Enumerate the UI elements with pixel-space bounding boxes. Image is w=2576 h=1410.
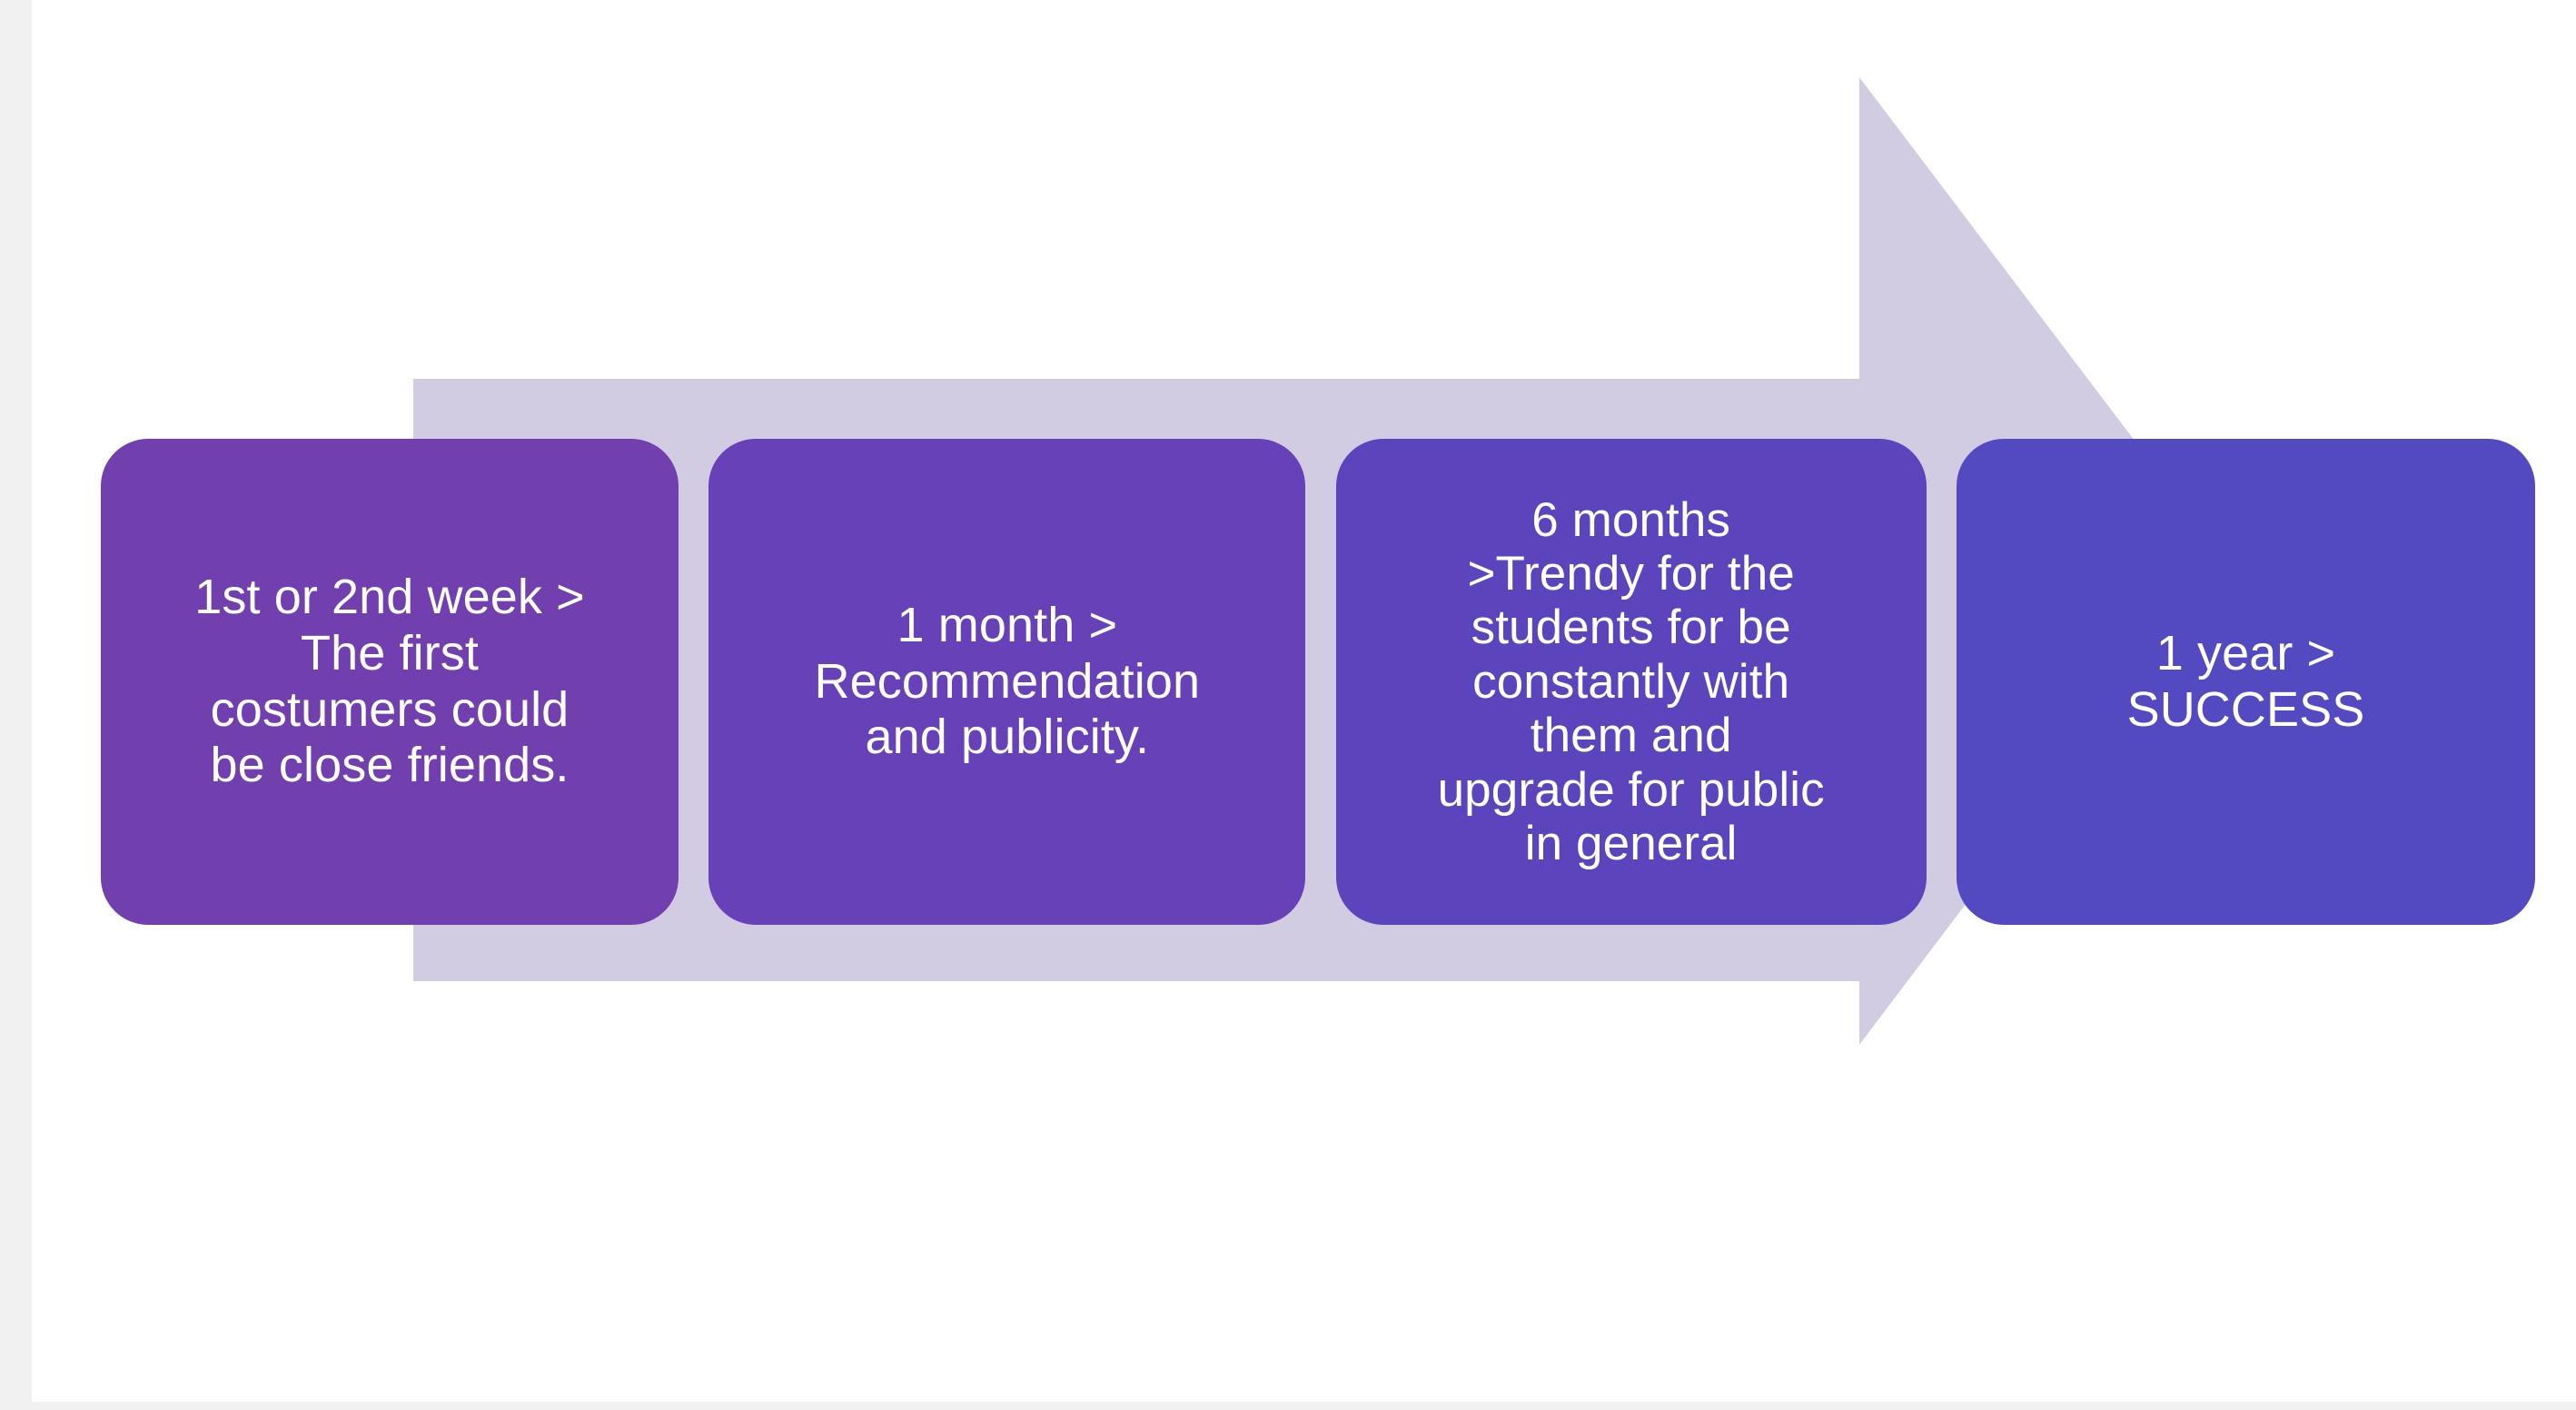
slide-surface: 1st or 2nd week > The first costumers co… (32, 0, 2576, 1402)
step-card-1-label: 1st or 2nd week > The first costumers co… (194, 570, 585, 793)
step-card-2-label: 1 month > Recommendation and publicity. (814, 598, 1201, 765)
step-card-3[interactable]: 6 months >Trendy for the students for be… (1335, 439, 1927, 925)
step-card-1[interactable]: 1st or 2nd week > The first costumers co… (101, 439, 679, 925)
step-card-2[interactable]: 1 month > Recommendation and publicity. (708, 439, 1306, 925)
step-card-4-label: 1 year > SUCCESS (2126, 625, 2365, 737)
step-card-4[interactable]: 1 year > SUCCESS (1956, 439, 2535, 925)
step-card-3-label: 6 months >Trendy for the students for be… (1437, 492, 1825, 870)
step-card-row: 1st or 2nd week > The first costumers co… (101, 439, 2535, 925)
